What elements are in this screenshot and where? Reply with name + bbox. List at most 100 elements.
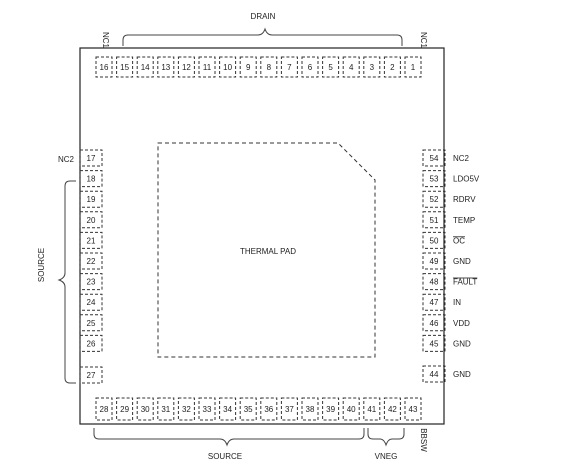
left-pin: 17 — [79, 149, 103, 167]
pin-outline — [136, 56, 154, 78]
pin-outline — [79, 314, 103, 332]
bottom-pin: 37 — [280, 397, 298, 421]
pin-outline — [260, 56, 278, 78]
top-pin: 2 — [383, 56, 401, 78]
pin-number: 26 — [87, 339, 96, 348]
pin-number: 38 — [306, 405, 315, 414]
bottom-pin: 40 — [342, 397, 360, 421]
pin-outline — [79, 273, 103, 291]
pin-number: 15 — [120, 63, 129, 72]
source-bottom-brace — [93, 428, 365, 447]
pin-outline — [422, 190, 446, 208]
top-pin: 5 — [322, 56, 340, 78]
pin-number: 16 — [100, 63, 109, 72]
pin-number: 12 — [182, 63, 191, 72]
left-pin: 25 — [79, 314, 103, 332]
right-pin-label: RDRV — [453, 195, 476, 204]
top-pin: 16 — [95, 56, 113, 78]
pin-number: 50 — [430, 236, 439, 245]
pin-outline — [198, 56, 216, 78]
drain-brace — [122, 27, 403, 46]
pin-number: 23 — [87, 278, 96, 287]
pin-number: 54 — [430, 154, 439, 163]
thermal-pad-label: THERMAL PAD — [240, 247, 296, 256]
pin-number: 30 — [141, 405, 150, 414]
pin-number: 24 — [87, 298, 96, 307]
pin-outline — [79, 149, 103, 167]
right-pin: 49 — [422, 252, 446, 270]
pin-number: 2 — [390, 63, 395, 72]
right-pin: 48 — [422, 273, 446, 291]
pin-outline — [136, 397, 154, 421]
right-pin-label: FAULT — [453, 278, 477, 287]
pin-outline — [157, 56, 175, 78]
pin-outline — [280, 397, 298, 421]
top-pin: 4 — [342, 56, 360, 78]
pin-outline — [79, 334, 103, 352]
pin-number: 35 — [244, 405, 253, 414]
pin-outline — [422, 334, 446, 352]
right-pin: 46 — [422, 314, 446, 332]
right-pin-label: IN — [453, 298, 461, 307]
right-pin-label: TEMP — [453, 216, 475, 225]
thermal-pad — [157, 142, 376, 358]
pin-outline — [322, 397, 340, 421]
right-pin: 51 — [422, 211, 446, 229]
pin-number: 39 — [326, 405, 335, 414]
left-pin: 22 — [79, 252, 103, 270]
pin-number: 19 — [87, 195, 96, 204]
pin-outline — [342, 397, 360, 421]
pin-outline — [404, 397, 422, 421]
pin-outline — [219, 397, 237, 421]
left-pin: 23 — [79, 273, 103, 291]
pin-outline — [116, 397, 134, 421]
pin-number: 22 — [87, 257, 96, 266]
right-pin-label: VDD — [453, 319, 470, 328]
pin-outline — [422, 170, 446, 188]
right-pin: 50 — [422, 231, 446, 249]
pin-outline — [177, 56, 195, 78]
pin-outline — [383, 397, 401, 421]
left-pin: 21 — [79, 231, 103, 249]
pin-number: 43 — [409, 405, 418, 414]
right-pin-label: OC — [453, 236, 465, 245]
pin-number: 28 — [100, 405, 109, 414]
source-left-brace — [57, 180, 76, 384]
pin-number: 40 — [347, 405, 356, 414]
pin-number: 48 — [430, 278, 439, 287]
pin-outline — [422, 149, 446, 167]
nc1-right-label: NC1 — [419, 32, 428, 49]
pin-outline — [422, 314, 446, 332]
pin-number: 9 — [246, 63, 251, 72]
pin-number: 46 — [430, 319, 439, 328]
pin-number: 31 — [161, 405, 170, 414]
pin-outline — [404, 56, 422, 78]
pin-outline — [260, 397, 278, 421]
pin-outline — [363, 56, 381, 78]
bottom-pin: 39 — [322, 397, 340, 421]
pin-number: 20 — [87, 216, 96, 225]
left-pin: 27 — [79, 366, 103, 384]
pin-number: 21 — [87, 236, 96, 245]
pin-number: 33 — [203, 405, 212, 414]
top-pin: 6 — [301, 56, 319, 78]
bottom-pin: 36 — [260, 397, 278, 421]
top-pin: 11 — [198, 56, 216, 78]
pin-number: 17 — [87, 154, 96, 163]
top-pin: 14 — [136, 56, 154, 78]
left-pin: 26 — [79, 334, 103, 352]
pin-outline — [383, 56, 401, 78]
vneg-label: VNEG — [375, 452, 398, 461]
vneg-brace — [367, 428, 405, 447]
bottom-pin: 29 — [116, 397, 134, 421]
bottom-pin: 38 — [301, 397, 319, 421]
pin-number: 52 — [430, 195, 439, 204]
pin-outline — [198, 397, 216, 421]
bottom-pin: 42 — [383, 397, 401, 421]
